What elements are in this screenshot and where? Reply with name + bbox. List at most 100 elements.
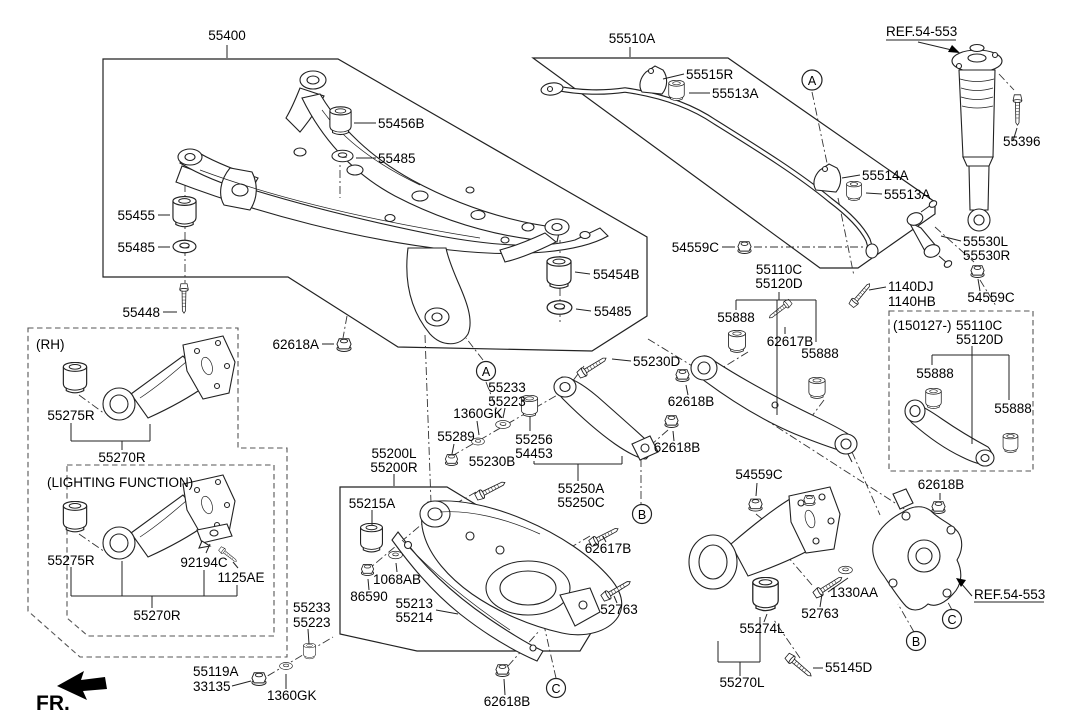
bushing-55233-55223 <box>303 643 316 660</box>
label-55515R: 55515R <box>686 67 734 82</box>
label-ref-54-553-top: REF.54-553 <box>886 24 957 39</box>
callout-b-mid <box>631 503 653 525</box>
label-55223-b: 55223 <box>293 615 331 630</box>
stabilizer-link-drawing <box>906 200 953 268</box>
label-55270L: 55270L <box>719 675 765 690</box>
label-55110C-b: 55110C <box>956 318 1003 333</box>
label-55530R: 55530R <box>963 248 1011 263</box>
stabilizer-bar-drawing <box>540 65 879 259</box>
label-55250A: 55250A <box>558 481 605 496</box>
nut-62618A <box>336 338 352 352</box>
callout-b-bottom <box>905 630 927 652</box>
leader-lines <box>70 39 1044 696</box>
bolt-1140DJ <box>847 280 874 309</box>
knuckle-drawing <box>872 488 963 611</box>
bushing-55215A <box>359 523 384 553</box>
label-55485-b: 55485 <box>117 240 155 255</box>
bushing-55888-rear <box>808 377 826 399</box>
label-54453: 54453 <box>515 446 553 461</box>
label-55485-a: 55485 <box>378 151 416 166</box>
label-55213: 55213 <box>395 596 433 611</box>
label-55200L: 55200L <box>371 446 417 461</box>
label-55274L: 55274L <box>739 621 785 636</box>
label-86590: 86590 <box>350 589 388 604</box>
trailing-arm-rh-drawing <box>102 335 236 421</box>
lighting-variant-box <box>66 464 275 637</box>
label-62618B-d: 62618B <box>484 694 531 709</box>
nut-54559C-a <box>737 241 752 254</box>
label-92194C: 92194C <box>180 555 228 570</box>
callout-b-mid-label: B <box>638 508 646 522</box>
label-55888-d: 55888 <box>994 401 1032 416</box>
callout-c-right <box>941 608 963 630</box>
label-55270R-b: 55270R <box>133 608 181 623</box>
bushing-55274L <box>752 577 779 612</box>
label-62618B-b: 62618B <box>654 440 701 455</box>
label-62617B-b: 62617B <box>585 541 632 556</box>
label-55233-a: 55233 <box>488 380 526 395</box>
label-150127: (150127-) <box>893 318 952 333</box>
washer-1068AB <box>388 550 403 560</box>
nut-62618B-d <box>495 664 510 677</box>
label-55215A: 55215A <box>349 496 396 511</box>
nut-54559C-c <box>748 498 763 512</box>
label-55230B: 55230B <box>469 454 516 469</box>
label-55119A: 55119A <box>193 664 239 679</box>
label-55888-c: 55888 <box>916 366 954 381</box>
bushing-55888-front <box>728 330 746 353</box>
label-62618A: 62618A <box>272 337 319 352</box>
bolt-55396 <box>1012 94 1023 126</box>
washer-55485-a <box>331 149 354 163</box>
label-55275R-b: 55275R <box>47 553 95 568</box>
label-1140HB: 1140HB <box>888 294 936 309</box>
label-55456B: 55456B <box>378 116 425 131</box>
label-1360GK-b: 1360GK <box>267 688 317 703</box>
label-55289: 55289 <box>437 429 475 444</box>
stabilizer-bracket-front <box>639 65 668 95</box>
bushing-55456B <box>329 106 352 136</box>
fr-arrow-icon <box>57 671 107 700</box>
callout-a-top-label: A <box>808 74 817 88</box>
label-55448: 55448 <box>122 305 160 320</box>
lower-arm-group-box <box>339 486 618 652</box>
nut-62618B-b <box>664 415 679 428</box>
label-55214: 55214 <box>395 610 433 625</box>
bushing-55275R-lighting <box>62 501 88 533</box>
label-55888-a: 55888 <box>717 310 755 325</box>
stabilizer-group-box <box>531 57 936 269</box>
label-55110C-a: 55110C <box>756 262 803 277</box>
label-lighting-function: (LIGHTING FUNCTION) <box>47 475 193 490</box>
label-1330AA: 1330AA <box>830 585 878 600</box>
stabilizer-bushing-rear <box>846 181 862 202</box>
stabilizer-bushing-front <box>668 80 685 102</box>
stabilizer-bracket-rear <box>813 163 842 193</box>
callout-c-right-label: C <box>947 613 956 627</box>
upper-arm-150127-drawing <box>904 399 995 467</box>
callout-a-mid-label: A <box>482 365 491 379</box>
fr-indicator: FR. <box>36 671 107 715</box>
label-55256: 55256 <box>515 432 553 447</box>
nut-55289 <box>444 454 459 466</box>
bushing-55888-150127-rear <box>1002 433 1019 454</box>
label-62618B-a: 62618B <box>668 394 715 409</box>
label-62618B-c: 62618B <box>918 477 965 492</box>
label-1140DJ: 1140DJ <box>888 279 934 294</box>
crossmember-drawing <box>175 70 609 345</box>
bolt-55230B <box>473 477 508 502</box>
fr-label: FR. <box>36 692 70 715</box>
callout-b-bottom-label: B <box>912 635 920 649</box>
washer-55485-c <box>546 300 573 315</box>
nut-62618B-c <box>931 501 946 514</box>
label-55485-c: 55485 <box>594 304 632 319</box>
upper-arm-drawing <box>690 355 858 463</box>
label-55455: 55455 <box>117 208 155 223</box>
label-52763-b: 52763 <box>801 606 839 621</box>
label-55233-b: 55233 <box>293 600 331 615</box>
nut-54559C-b <box>970 265 985 278</box>
label-1125AE: 1125AE <box>217 570 264 585</box>
lower-arm-blade-drawing <box>391 531 544 662</box>
bolt-62617B-a <box>766 298 794 322</box>
label-33135: 33135 <box>193 679 231 694</box>
label-55513A-a: 55513A <box>712 86 759 101</box>
